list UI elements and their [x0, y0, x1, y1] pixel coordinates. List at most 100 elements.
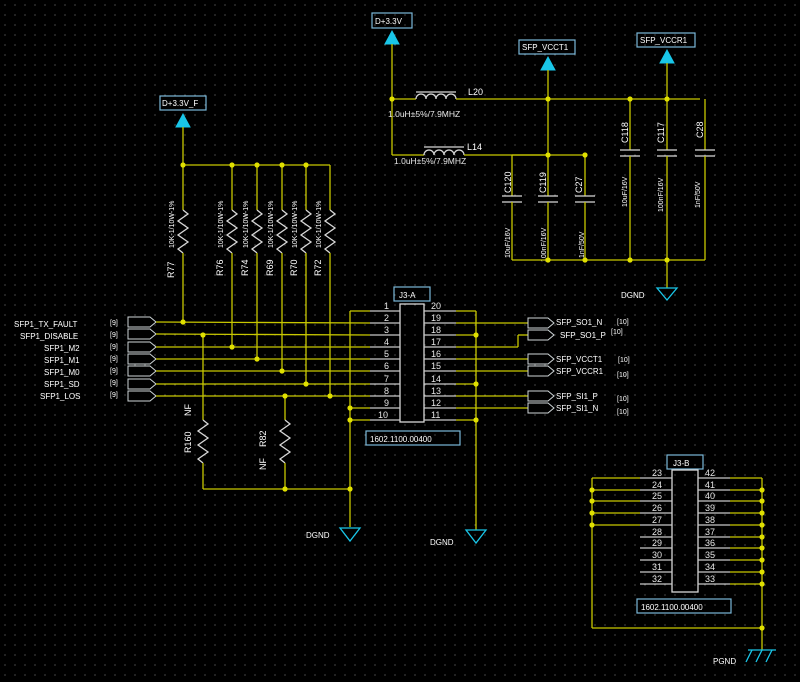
svg-text:36: 36 — [705, 538, 715, 548]
r74-value: 10K-1/10W-1% — [243, 201, 250, 248]
cap-c118: C118 10uF/16V — [620, 99, 640, 260]
cap-c28: C28 1nF/50V — [695, 99, 715, 260]
svg-text:11: 11 — [431, 410, 440, 420]
port-sd-label: SFP1_SD — [44, 380, 80, 389]
svg-text:31: 31 — [652, 562, 662, 572]
svg-text:3: 3 — [384, 325, 389, 335]
left-port-list: SFP1_TX_FAULT [9] SFP1_DISABLE [9] SFP1_… — [14, 316, 157, 402]
cap-c27: C27 1nF/50V — [574, 155, 595, 260]
r82-ref: R82 — [258, 430, 268, 447]
dgnd-caps-label: DGND — [621, 291, 645, 300]
svg-text:40: 40 — [705, 491, 715, 501]
junction-dots — [180, 96, 765, 631]
svg-text:37: 37 — [705, 527, 715, 537]
left-port-disable[interactable]: SFP1_DISABLE [9] — [20, 328, 157, 341]
svg-text:33: 33 — [705, 574, 715, 584]
svg-text:2: 2 — [384, 313, 389, 323]
left-port-m1[interactable]: SFP1_M1 [9] — [44, 353, 157, 365]
l14-ref: L14 — [467, 142, 482, 152]
port-disable-label: SFP1_DISABLE — [20, 332, 78, 341]
r76-ref: R76 — [215, 259, 225, 276]
port-m0-sheet: [9] — [110, 368, 118, 375]
c117-ref: C117 — [656, 122, 666, 143]
right-port-si1-p[interactable]: SFP_SI1_P [10] — [527, 390, 629, 403]
port-sd-sheet: [9] — [110, 380, 118, 387]
j3b-name: J3-B — [673, 459, 689, 468]
power-d33f: D+3.3V_F — [159, 95, 207, 128]
svg-text:12: 12 — [431, 398, 441, 408]
r160-value: NF — [183, 404, 193, 416]
svg-text:35: 35 — [705, 550, 715, 560]
svg-text:8: 8 — [384, 386, 389, 396]
c120-value: 10uF/16V — [505, 227, 512, 258]
port-vcct-label: SFP_VCCT1 — [556, 355, 603, 364]
pgnd-symbol: PGND — [713, 649, 776, 666]
port-m1-sheet: [9] — [110, 356, 118, 363]
right-port-vccr[interactable]: SFP_VCCR1 [10] — [527, 365, 629, 379]
svg-text:27: 27 — [652, 515, 662, 525]
svg-text:39: 39 — [705, 503, 715, 513]
right-port-so1-n[interactable]: SFP_SO1_N [10] — [527, 317, 629, 329]
svg-text:25: 25 — [652, 491, 662, 501]
left-port-sd[interactable]: SFP1_SD [9] — [44, 378, 157, 390]
pullup-r76: 10K-1/10W-1% R76 — [215, 165, 239, 347]
c120-ref: C120 — [503, 171, 513, 193]
port-si1-n-label: SFP_SI1_N — [556, 404, 598, 413]
port-tx-fault-sheet: [9] — [110, 320, 118, 327]
svg-text:1: 1 — [384, 301, 389, 311]
pulldown-r160: R160 NF — [183, 335, 210, 489]
r74-ref: R74 — [240, 259, 250, 276]
port-so1-n-label: SFP_SO1_N — [556, 318, 602, 327]
c118-value: 10uF/16V — [622, 176, 629, 207]
pullup-r70: 10K-1/10W-1% R70 — [289, 165, 313, 384]
left-port-m2[interactable]: SFP1_M2 [9] — [44, 341, 157, 353]
r69-ref: R69 — [265, 259, 275, 276]
c119-ref: C119 — [538, 172, 548, 193]
cap-c119: C119 100nF/16V — [538, 155, 558, 262]
port-vccr-label: SFP_VCCR1 — [556, 367, 604, 376]
port-tx-fault-label: SFP1_TX_FAULT — [14, 320, 78, 329]
r77-ref: R77 — [166, 261, 176, 278]
svg-text:15: 15 — [431, 361, 441, 371]
j3a-left-pin-numbers: 1 2 3 4 5 6 7 8 9 10 — [378, 301, 389, 420]
j3b-part: 1602.1100.00400 — [641, 603, 703, 612]
c28-ref: C28 — [695, 121, 705, 138]
r72-value: 10K-1/10W-1% — [316, 201, 323, 248]
c117-value: 100nF/16V — [658, 177, 665, 212]
port-so1-p-sheet: [10] — [611, 329, 623, 336]
right-port-si1-n[interactable]: SFP_SI1_N [10] — [527, 402, 629, 416]
svg-text:26: 26 — [652, 503, 662, 513]
svg-text:28: 28 — [652, 527, 662, 537]
j3b-left-pin-numbers: 23 24 25 26 27 28 29 30 31 32 — [652, 468, 662, 584]
dgnd-left-label: DGND — [306, 531, 330, 540]
r160-ref: R160 — [183, 431, 193, 453]
r70-value: 10K-1/10W-1% — [292, 201, 299, 248]
connector-j3b: J3-B 1602.1100.00400 23 24 25 26 27 28 2… — [636, 454, 732, 614]
svg-text:20: 20 — [431, 301, 441, 311]
port-so1-n-sheet: [10] — [617, 319, 629, 326]
inductor-l20: L20 1.0uH±5%/7.9MHZ — [388, 87, 700, 119]
r76-value: 10K-1/10W-1% — [218, 201, 225, 248]
j3a-name: J3-A — [399, 291, 416, 300]
r72-ref: R72 — [313, 259, 323, 276]
svg-text:13: 13 — [431, 386, 441, 396]
left-port-los[interactable]: SFP1_LOS [9] — [40, 390, 157, 402]
right-port-vcct[interactable]: SFP_VCCT1 [10] — [527, 353, 630, 365]
port-m2-label: SFP1_M2 — [44, 344, 80, 353]
port-m0-label: SFP1_M0 — [44, 368, 80, 377]
svg-text:29: 29 — [652, 538, 662, 548]
left-port-tx-fault[interactable]: SFP1_TX_FAULT [9] — [14, 316, 157, 329]
left-port-m0[interactable]: SFP1_M0 [9] — [44, 365, 157, 377]
pullup-r77: 10K-1/10W-1% R77 — [166, 165, 190, 322]
r82-value: NF — [258, 458, 268, 470]
svg-text:4: 4 — [384, 337, 389, 347]
pullup-r74: 10K-1/10W-1% R74 — [240, 165, 264, 359]
svg-text:32: 32 — [652, 574, 662, 584]
svg-text:42: 42 — [705, 468, 715, 478]
r69-value: 10K-1/10W-1% — [268, 201, 275, 248]
power-vccr-label: SFP_VCCR1 — [640, 36, 688, 45]
c119-value: 100nF/16V — [541, 227, 548, 262]
svg-text:10: 10 — [378, 410, 388, 420]
right-port-so1-p[interactable]: SFP_SO1_P [10] — [527, 329, 623, 341]
pulldown-r82: R82 NF — [258, 396, 292, 489]
